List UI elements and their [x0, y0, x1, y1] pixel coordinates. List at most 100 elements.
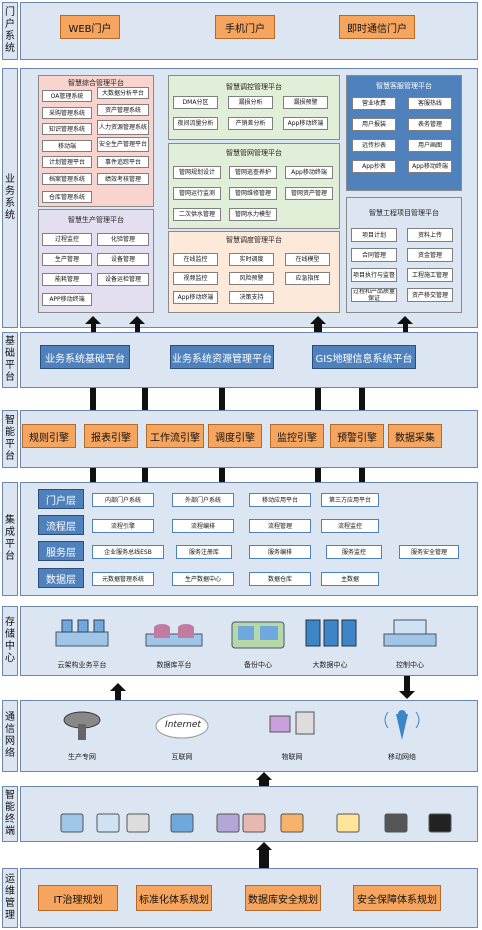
network-mgmt-cell[interactable]: 管网运行监测 [173, 187, 221, 200]
engineering-cell[interactable]: 过程和产品质量保证 [351, 288, 397, 302]
customer-cell[interactable]: 表务管理 [408, 118, 452, 131]
portal-mobile[interactable]: 手机门户 [215, 15, 275, 39]
integration-item[interactable]: 服务安全管理 [399, 545, 459, 559]
comp-left-cell[interactable]: 计划管理平台 [42, 156, 92, 168]
ops-db-security[interactable]: 数据库安全规划 [245, 885, 321, 911]
engineering-cell[interactable]: 资金管理 [407, 248, 453, 262]
integration-item[interactable]: 元数据管理系统 [92, 572, 154, 586]
dispatch-ctrl-cell[interactable]: 产销差分析 [228, 117, 273, 130]
engineering-cell[interactable]: 合同管理 [351, 248, 397, 262]
network-mgmt-cell[interactable]: 二次供水管理 [173, 208, 221, 221]
customer-cell[interactable]: 用户报装 [352, 118, 396, 131]
comp-left-cell[interactable]: OA管理系统 [42, 90, 92, 102]
prod-left-cell[interactable]: 能耗管理 [42, 273, 92, 286]
integration-item[interactable]: 服务注册库 [176, 545, 232, 559]
integration-layer-name[interactable]: 数据层 [38, 568, 84, 588]
network-mgmt-cell[interactable]: 管网巡查养护 [229, 166, 277, 179]
customer-cell[interactable]: App抄表 [352, 160, 396, 173]
integration-item[interactable]: 移动应用平台 [249, 493, 311, 507]
customer-cell[interactable]: 远传抄表 [352, 139, 396, 152]
arrow-up-head [85, 316, 101, 324]
dispatch-ctrl-cell[interactable]: App移动终端 [283, 117, 328, 130]
scheduling-cell[interactable]: 应急指挥 [285, 272, 330, 285]
portal-im[interactable]: 即时通信门户 [339, 15, 415, 39]
portal-web[interactable]: WEB门户 [60, 15, 120, 39]
prod-right-cell[interactable]: 设备管理 [97, 253, 149, 266]
dispatch-ctrl-cell[interactable]: DMA分区 [173, 96, 218, 109]
arrow-up-head [110, 683, 126, 691]
smart-engine-button[interactable]: 工作流引擎 [146, 424, 204, 448]
integration-item[interactable]: 流程监控 [321, 519, 379, 533]
smart-engine-button[interactable]: 报表引擎 [84, 424, 138, 448]
comp-left-cell[interactable]: 知识管理系统 [42, 123, 92, 135]
customer-cell[interactable]: 营业收费 [352, 97, 396, 110]
smart-engine-button[interactable]: 监控引擎 [270, 424, 324, 448]
ops-standardization[interactable]: 标准化体系规划 [136, 885, 212, 911]
network-mgmt-cell[interactable]: 管网规划设计 [173, 166, 221, 179]
comp-right-cell[interactable]: 人力资源管理系统 [97, 120, 149, 135]
dispatch-ctrl-cell[interactable]: 漏损预警 [283, 96, 328, 109]
comp-right-cell[interactable]: 资产管理系统 [97, 104, 149, 116]
engineering-cell[interactable]: 资产移交管理 [407, 288, 453, 302]
network-mgmt-cell[interactable]: 管网水力模型 [229, 208, 277, 221]
network-mgmt-cell[interactable]: 管网维修管理 [229, 187, 277, 200]
engineering-cell[interactable]: 项目计划 [351, 228, 397, 242]
prod-left-cell[interactable]: APP移动终端 [42, 293, 92, 306]
scheduling-cell[interactable]: 实时调度 [229, 253, 274, 266]
base-gis-platform[interactable]: GIS地理信息系统平台 [312, 345, 416, 369]
integration-item[interactable]: 服务监控 [326, 545, 382, 559]
integration-item[interactable]: 企业服务总线ESB [92, 545, 164, 559]
scheduling-cell[interactable]: 在线模型 [285, 253, 330, 266]
prod-left-cell[interactable]: 过程监控 [42, 233, 92, 246]
integration-item[interactable]: 内部门户系统 [92, 493, 154, 507]
customer-cell[interactable]: App移动终端 [408, 160, 452, 173]
engineering-cell[interactable]: 资料上传 [407, 228, 453, 242]
integration-layer-name[interactable]: 服务层 [38, 541, 84, 561]
scheduling-cell[interactable]: 风险预警 [229, 272, 274, 285]
smart-engine-button[interactable]: 调度引擎 [208, 424, 262, 448]
integration-item[interactable]: 外部门户系统 [172, 493, 234, 507]
base-resource-platform[interactable]: 业务系统资源管理平台 [170, 345, 274, 369]
layer-label-ops: 运维管理 [2, 868, 18, 928]
integration-item[interactable]: 流程编排 [172, 519, 234, 533]
prod-right-cell[interactable]: 化验管理 [97, 233, 149, 246]
integration-item[interactable]: 主数据 [321, 572, 379, 586]
layer-label-smart-text: 智能平台 [5, 415, 15, 462]
prod-left-cell[interactable]: 生产管理 [42, 253, 92, 266]
integration-layer-name[interactable]: 流程层 [38, 515, 84, 535]
network-mgmt-cell[interactable]: App移动终端 [285, 166, 333, 179]
comp-left-cell[interactable]: 仓库管理系统 [42, 191, 92, 203]
engineering-cell[interactable]: 项目执行与监督 [351, 268, 397, 282]
smart-engine-button[interactable]: 数据采集 [388, 424, 442, 448]
customer-cell[interactable]: 用户画图 [408, 139, 452, 152]
engineering-cell[interactable]: 工程施工管理 [407, 268, 453, 282]
customer-cell[interactable]: 客服热线 [408, 97, 452, 110]
comp-left-cell[interactable]: 移动端 [42, 140, 92, 152]
comp-right-cell[interactable]: 安全生产管理平台 [97, 137, 149, 152]
ops-security-system[interactable]: 安全保障体系规划 [353, 885, 441, 911]
scheduling-cell[interactable]: App移动终端 [173, 291, 218, 304]
network-mgmt-cell[interactable]: 管网资产管理 [285, 187, 333, 200]
comp-right-cell[interactable]: 绩效考核管理 [97, 173, 149, 185]
dispatch-ctrl-cell[interactable]: 夜间流量分析 [173, 117, 218, 130]
integration-item[interactable]: 流程管理 [249, 519, 311, 533]
integration-item[interactable]: 数据仓库 [249, 572, 311, 586]
comp-right-cell[interactable]: 事件追踪平台 [97, 156, 149, 168]
comp-left-cell[interactable]: 采购管理系统 [42, 107, 92, 119]
comp-right-cell[interactable]: 大数据分析平台 [97, 87, 149, 99]
prod-right-cell[interactable]: 设备运检管理 [97, 273, 149, 286]
base-business-platform[interactable]: 业务系统基础平台 [40, 345, 130, 369]
smart-engine-button[interactable]: 预警引擎 [330, 424, 384, 448]
scheduling-cell[interactable]: 决策支持 [229, 291, 274, 304]
integration-item[interactable]: 服务编排 [249, 545, 311, 559]
integration-layer-name[interactable]: 门户层 [38, 489, 84, 509]
scheduling-cell[interactable]: 视频监控 [173, 272, 218, 285]
integration-item[interactable]: 流程引擎 [92, 519, 154, 533]
ops-it-governance[interactable]: IT治理规划 [38, 885, 118, 911]
scheduling-cell[interactable]: 在线监控 [173, 253, 218, 266]
integration-item[interactable]: 生产数据中心 [172, 572, 234, 586]
dispatch-ctrl-cell[interactable]: 漏损分析 [228, 96, 273, 109]
smart-engine-button[interactable]: 规则引擎 [22, 424, 76, 448]
integration-item[interactable]: 第三方应用平台 [321, 493, 379, 507]
comp-left-cell[interactable]: 档案管理系统 [42, 173, 92, 185]
